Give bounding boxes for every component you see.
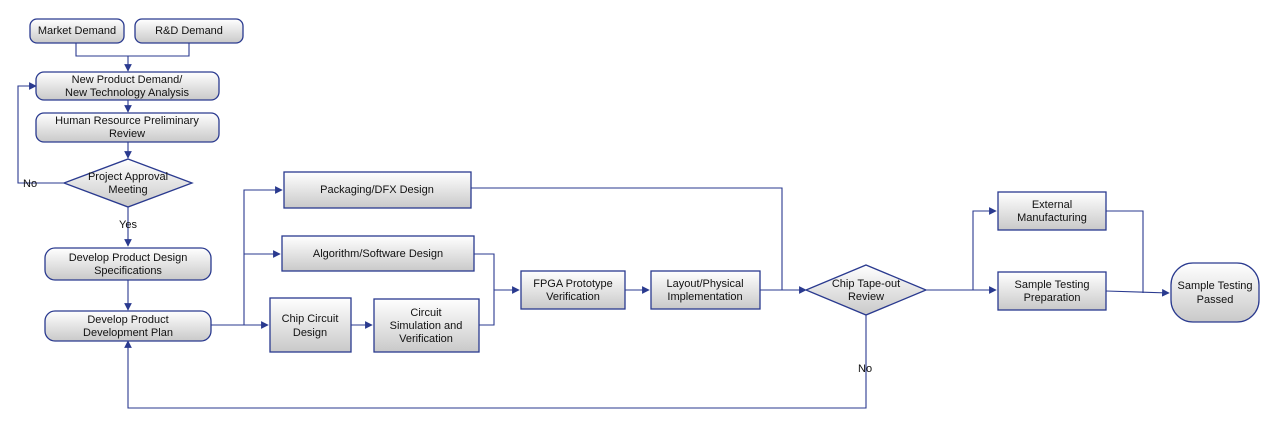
node-sample-prep: Sample Testing Preparation (997, 271, 1107, 311)
node-dev-plan: Develop Product Development Plan (44, 310, 212, 342)
node-tapeout: Chip Tape-out Review (804, 264, 928, 316)
node-new-product-analysis-line2: New Technology Analysis (65, 87, 189, 99)
edge-packaging-to-tapeout (471, 187, 783, 290)
node-project-approval-line1: Project Approval (88, 171, 168, 183)
node-new-product-analysis: New Product Demand/ New Technology Analy… (35, 71, 220, 101)
node-project-approval: Project Approval Meeting (62, 158, 194, 208)
edge-rd-to-analysis (128, 43, 190, 57)
edge-sim-to-fpga (479, 286, 520, 326)
node-fpga: FPGA Prototype Verification (520, 270, 626, 310)
node-new-product-analysis-line1: New Product Demand/ (72, 74, 184, 86)
node-circuit-sim-line3: Verification (399, 333, 453, 345)
node-chip-circuit-line2: Design (293, 327, 327, 339)
node-circuit-sim: Circuit Simulation and Verification (373, 298, 480, 353)
node-packaging: Packaging/DFX Design (283, 171, 472, 209)
edge-label-approval-yes: Yes (119, 219, 137, 231)
node-chip-circuit: Chip Circuit Design (269, 297, 352, 353)
node-dev-plan-line1: Develop Product (87, 314, 168, 326)
node-sample-passed-line2: Passed (1197, 294, 1234, 306)
node-rd-demand: R&D Demand (134, 18, 244, 44)
node-design-specs: Develop Product Design Specifications (44, 247, 212, 281)
node-sample-prep-line1: Sample Testing (1014, 279, 1089, 291)
node-fpga-line2: Verification (546, 291, 600, 303)
node-design-specs-line1: Develop Product Design (69, 252, 188, 264)
node-packaging-label: Packaging/DFX Design (320, 184, 434, 196)
node-layout-line2: Implementation (667, 291, 742, 303)
node-chip-circuit-line1: Chip Circuit (282, 313, 339, 325)
edge-label-approval-no: No (23, 178, 37, 190)
node-tapeout-line1: Chip Tape-out (832, 278, 900, 290)
node-external-mfg: External Manufacturing (997, 191, 1107, 231)
node-tapeout-line2: Review (848, 291, 884, 303)
node-layout: Layout/Physical Implementation (650, 270, 761, 310)
node-market-demand-label: Market Demand (38, 25, 116, 37)
edge-approval-no-loop (17, 82, 64, 184)
edge-external-to-passed (1106, 210, 1144, 293)
node-sample-passed: Sample Testing Passed (1170, 262, 1260, 323)
node-market-demand: Market Demand (29, 18, 125, 44)
node-external-mfg-line1: External (1032, 199, 1072, 211)
node-circuit-sim-line2: Simulation and (390, 320, 463, 332)
node-circuit-sim-line1: Circuit (410, 307, 441, 319)
edge-tapeout-no-loop (124, 315, 867, 409)
node-hr-review-line1: Human Resource Preliminary (55, 115, 199, 127)
edge-sampleprep-to-passed (1105, 288, 1170, 297)
node-dev-plan-line2: Development Plan (83, 327, 173, 339)
node-project-approval-line2: Meeting (108, 184, 147, 196)
node-rd-demand-label: R&D Demand (155, 25, 223, 37)
edge-plan-to-packaging (210, 186, 283, 326)
node-hr-review-line2: Review (109, 128, 145, 140)
node-sample-prep-line2: Preparation (1024, 292, 1081, 304)
node-sample-passed-line1: Sample Testing (1177, 280, 1252, 292)
edges (17, 43, 1170, 409)
node-design-specs-line2: Specifications (94, 265, 162, 277)
edge-tapeout-to-external (972, 207, 997, 290)
node-fpga-line1: FPGA Prototype (533, 278, 612, 290)
node-external-mfg-line2: Manufacturing (1017, 212, 1087, 224)
edge-algorithm-to-fpga (474, 253, 495, 290)
node-layout-line1: Layout/Physical (666, 278, 743, 290)
node-algorithm: Algorithm/Software Design (281, 235, 475, 272)
edge-label-tapeout-no: No (858, 363, 872, 375)
edge-market-to-analysis (75, 43, 132, 72)
node-algorithm-label: Algorithm/Software Design (313, 248, 443, 260)
node-hr-review: Human Resource Preliminary Review (35, 112, 220, 143)
